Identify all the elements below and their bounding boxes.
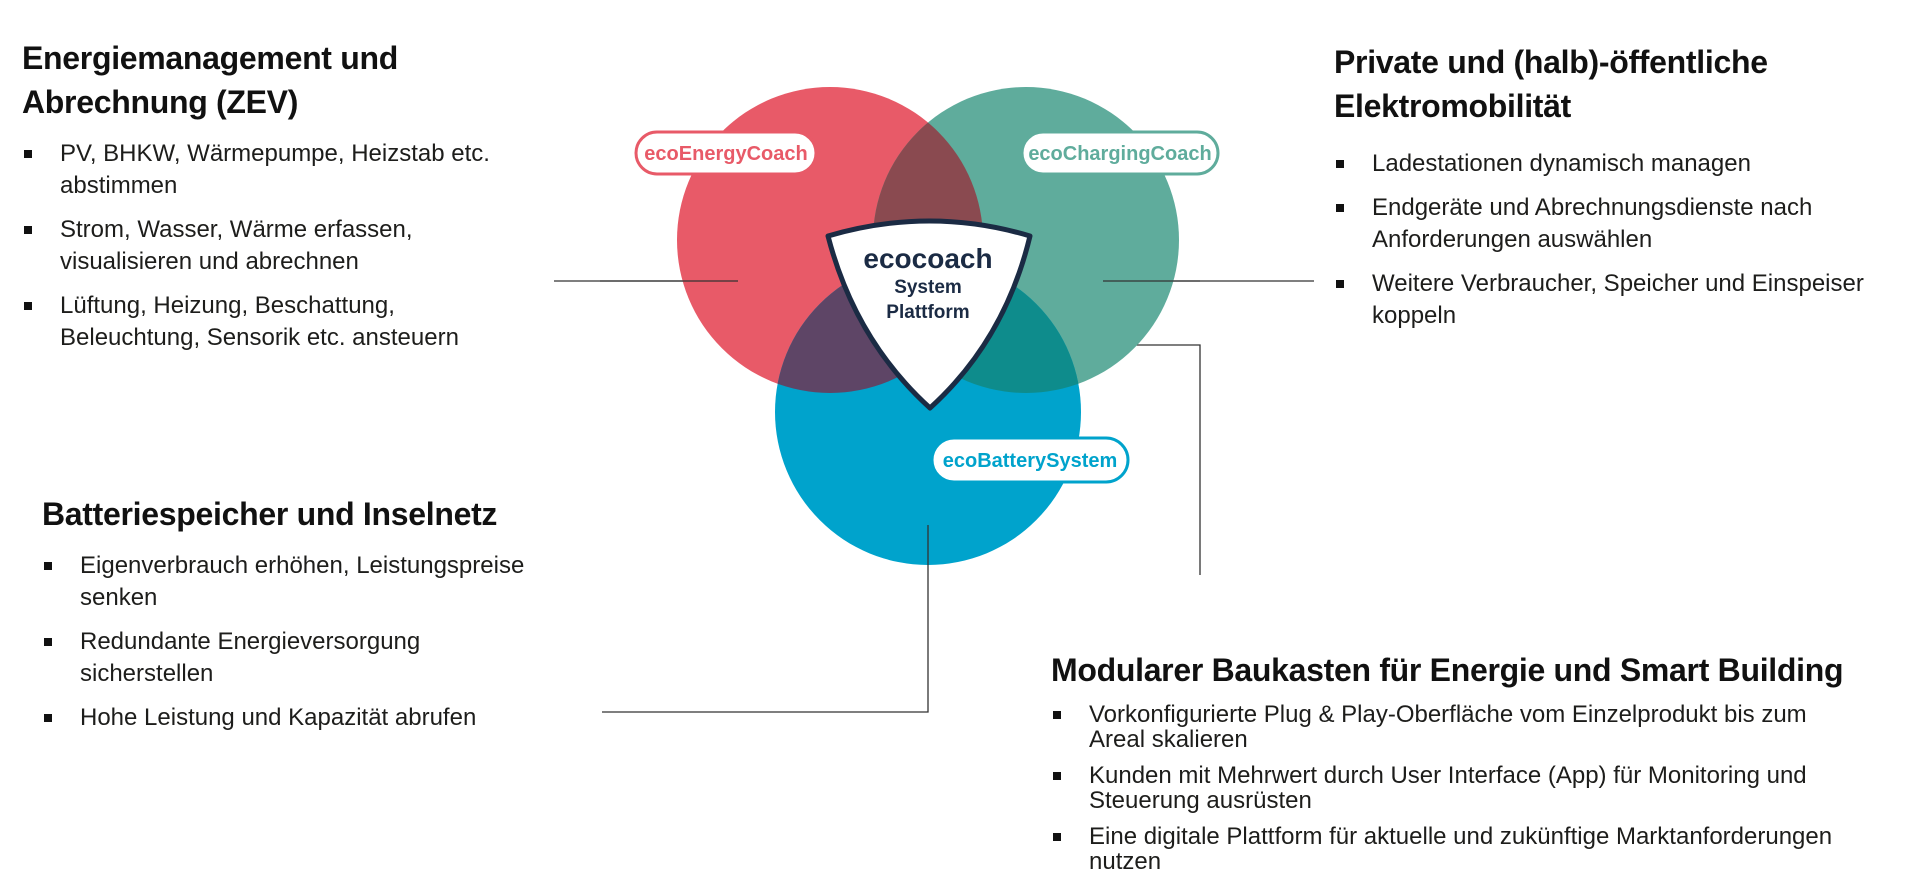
- mobility-bullet-list: Ladestationen dynamisch managen Endgerät…: [1334, 148, 1914, 332]
- energy-bullet-list: PV, BHKW, Wärmepumpe, Heizstab etc.absti…: [22, 138, 582, 354]
- modular-bullet-list: Vorkonfigurierte Plug & Play-Oberfläche …: [1051, 702, 1911, 874]
- ecocoach-shield: ecocoach System Plattform: [825, 218, 1033, 411]
- battery-storage-block: Batteriespeicher und Inselnetz Eigenverb…: [42, 492, 622, 746]
- connector-battery: [602, 525, 929, 713]
- list-item: PV, BHKW, Wärmepumpe, Heizstab etc.absti…: [22, 138, 582, 202]
- overlap-charging-battery: [873, 259, 1081, 393]
- list-item: Strom, Wasser, Wärme erfassen,visualisie…: [22, 214, 582, 278]
- list-item: Hohe Leistung und Kapazität abrufen: [42, 702, 622, 734]
- pill-battery-label: ecoBatterySystem: [943, 450, 1118, 472]
- pill-energy: ecoEnergyCoach: [634, 130, 818, 176]
- list-item: Eine digitale Plattform für aktuelle und…: [1051, 824, 1911, 874]
- battery-block-title: Batteriespeicher und Inselnetz: [42, 496, 498, 532]
- list-item: Lüftung, Heizung, Beschattung,Beleuchtun…: [22, 290, 582, 354]
- modular-kit-block: Modularer Baukasten für Energie und Smar…: [1051, 648, 1911, 885]
- mobility-title-line1: Private und (halb)-öffentliche: [1334, 44, 1768, 80]
- shield-line1: System: [894, 277, 962, 298]
- pill-charging-label: ecoChargingCoach: [1028, 143, 1211, 165]
- mobility-title-line2: Elektromobilität: [1334, 88, 1572, 124]
- pill-energy-label: ecoEnergyCoach: [644, 143, 807, 165]
- overlap-energy-battery: [775, 259, 983, 393]
- shield-line2: Plattform: [886, 302, 969, 323]
- list-item: Ladestationen dynamisch managen: [1334, 148, 1914, 180]
- energy-title-line2: Abrechnung (ZEV): [22, 84, 299, 120]
- list-item: Weitere Verbraucher, Speicher und Einspe…: [1334, 268, 1914, 332]
- modular-block-title: Modularer Baukasten für Energie und Smar…: [1051, 652, 1844, 688]
- list-item: Kunden mit Mehrwert durch User Interface…: [1051, 763, 1911, 813]
- energy-title-line1: Energiemanagement und: [22, 40, 398, 76]
- shield-title: ecocoach: [863, 243, 992, 274]
- pill-charging: ecoChargingCoach: [1020, 130, 1220, 176]
- pill-battery: ecoBatterySystem: [930, 436, 1130, 484]
- list-item: Vorkonfigurierte Plug & Play-Oberfläche …: [1051, 702, 1911, 752]
